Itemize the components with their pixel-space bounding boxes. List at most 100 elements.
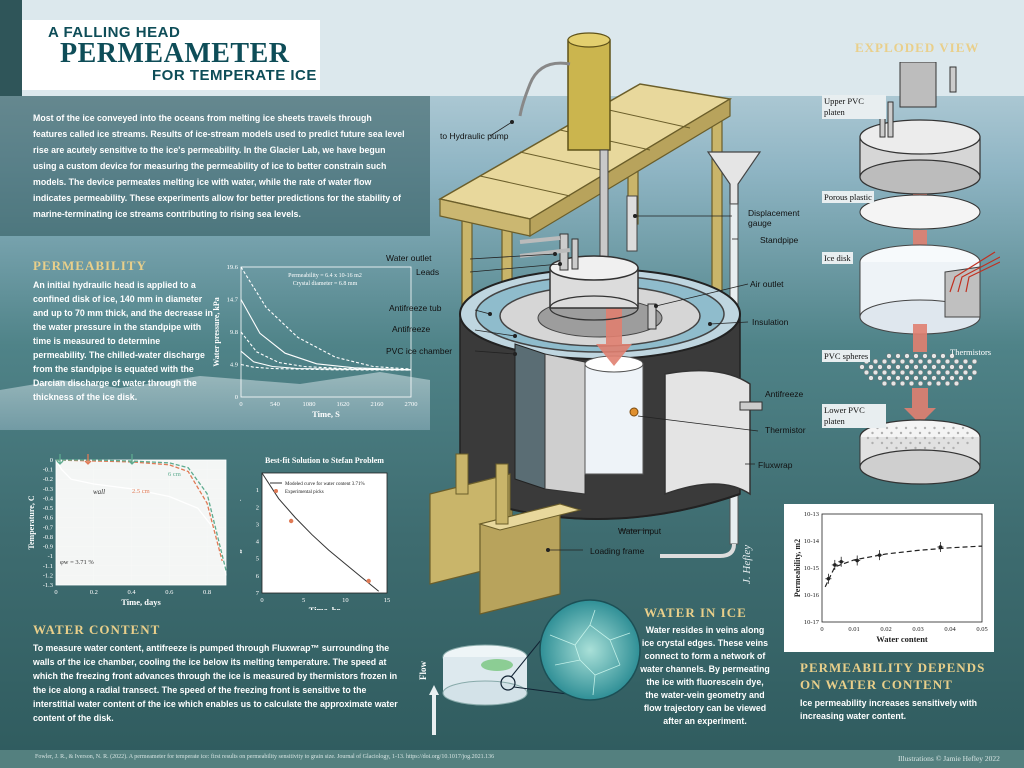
perm-wc-text: Ice permeability increases sensitively w… xyxy=(800,698,978,721)
pressure-series-4 xyxy=(240,363,412,371)
displacement-gauge xyxy=(626,195,638,252)
y-tick-label: 4.9 xyxy=(230,362,238,369)
y-tick-label: 14.7 xyxy=(227,297,239,304)
data-point xyxy=(938,545,943,549)
pressure-series-1 xyxy=(240,299,412,371)
label-displacement-gauge: Displacement gauge xyxy=(748,208,800,228)
flow-arrow xyxy=(596,294,632,366)
perm-wc-heading-2: ON WATER CONTENT xyxy=(800,677,953,692)
chart-panel xyxy=(784,504,994,652)
permeability-text: An initial hydraulic head is applied to … xyxy=(33,280,213,402)
pressure-series-0 xyxy=(240,266,412,370)
label-ice-disk: Ice disk xyxy=(822,252,853,264)
x-tick-label: 0.6 xyxy=(165,589,174,596)
fluxwrap-panel xyxy=(664,369,751,496)
title-line-1: A FALLING HEAD xyxy=(48,24,181,41)
x-tick-label: 2160 xyxy=(371,401,384,408)
x-tick-label: 1080 xyxy=(303,401,316,408)
y-tick-label: 3 xyxy=(256,521,259,528)
title-line-2: PERMEAMETER xyxy=(60,38,290,69)
permeameter-diagram: J. Hefley xyxy=(429,32,763,615)
x-tick-label: 0.03 xyxy=(912,626,923,633)
label-lower-pvc-platen: Lower PVC platen xyxy=(822,404,886,428)
label-pvc-ice-chamber: PVC ice chamber xyxy=(386,346,453,356)
data-point xyxy=(833,563,837,567)
flow-arrow-up-icon xyxy=(429,685,439,695)
label-water-input: Water input xyxy=(618,526,662,536)
x-tick-label: 0.05 xyxy=(976,626,987,633)
x-tick-label: 0 xyxy=(239,401,242,408)
x-tick-label: 0.02 xyxy=(880,626,891,633)
y-tick-label: 10-14 xyxy=(804,538,820,545)
label-porous-plastic: Porous plastic xyxy=(822,191,874,203)
label-antifreeze-tub: Antifreeze tub xyxy=(389,303,442,313)
y-tick-label: -0.6 xyxy=(43,515,54,522)
y-tick-label: 10-13 xyxy=(804,511,819,518)
y-tick-label: 10-15 xyxy=(804,565,819,572)
y-tick-label: -0.8 xyxy=(43,534,53,541)
experimental-pick-point xyxy=(288,518,294,524)
perm-wc-heading-1: PERMEABILITY DEPENDS xyxy=(800,660,986,675)
label-fluxwrap: Fluxwrap xyxy=(758,460,793,470)
annotation-6cm: 6 cm xyxy=(168,471,181,478)
label-pvc-spheres: PVC spheres xyxy=(822,350,871,362)
citation: Fowler, J. R., & Iverson, N. R. (2022). … xyxy=(35,754,495,760)
x-tick-label: 2700 xyxy=(405,401,418,408)
permeability-heading: PERMEABILITY xyxy=(33,258,147,273)
stefan-modeled-curve xyxy=(261,472,380,592)
y-tick-label: 10-17 xyxy=(804,619,820,626)
temperature-series-wall xyxy=(55,459,227,576)
x-tick-label: 10 xyxy=(342,597,349,604)
x-axis-label: Time, hr xyxy=(309,605,341,610)
y-tick-label: -1.3 xyxy=(43,582,53,589)
label-upper-pvc-platen: Upper PVC platen xyxy=(822,95,886,119)
thermistor-leads-icon xyxy=(949,251,1000,293)
label-antifreeze-right: Antifreeze xyxy=(765,389,804,399)
y-axis-label: Freezing front location, cm xyxy=(240,487,242,579)
x-tick-label: 15 xyxy=(384,597,390,604)
x-axis-label: Water content xyxy=(876,634,928,644)
x-tick-label: 0.2 xyxy=(90,589,98,596)
temperature-series-6cm xyxy=(56,459,227,571)
label-air-outlet: Air outlet xyxy=(750,279,784,289)
y-tick-label: -0.1 xyxy=(43,467,53,474)
label-antifreeze: Antifreeze xyxy=(392,324,431,334)
y-axis-label: Water pressure, kPa xyxy=(212,297,221,367)
y-axis-label: Permeability, m2 xyxy=(793,539,802,597)
chart-annotation: Crystal diameter = 6.8 mm xyxy=(293,281,358,287)
water-content-text: To measure water content, antifreeze is … xyxy=(33,643,398,723)
hydraulic-cylinder xyxy=(567,39,611,151)
x-tick-label: 0.4 xyxy=(127,589,136,596)
label-insulation: Insulation xyxy=(752,317,789,327)
plot-area xyxy=(262,473,387,593)
y-tick-label: 7 xyxy=(256,590,260,597)
x-tick-label: 0.8 xyxy=(203,589,211,596)
footer-bar xyxy=(0,750,1024,768)
label-standpipe: Standpipe xyxy=(760,235,799,245)
y-tick-label: -0.9 xyxy=(43,544,53,551)
plot-frame xyxy=(261,472,388,594)
y-tick-label: 0 xyxy=(50,457,53,464)
y-axis-label: Temperature, C xyxy=(28,495,36,549)
temperature-series-2.5cm xyxy=(55,459,223,562)
x-tick-label: 0 xyxy=(54,589,57,596)
y-tick-label: -0.3 xyxy=(43,486,53,493)
frame-top-side xyxy=(529,97,731,238)
plot-area xyxy=(56,460,226,585)
porous-plastic-part xyxy=(859,194,981,230)
plot-frame xyxy=(821,513,983,623)
thermistor-icon xyxy=(629,407,639,417)
title-line-3: FOR TEMPERATE ICE xyxy=(152,67,317,84)
y-tick-label: -1 xyxy=(48,553,53,560)
label-thermistor: Thermistor xyxy=(765,425,806,435)
legend-modeled: Modeled curve for water content 3.71% xyxy=(285,482,365,487)
y-tick-label: -0.7 xyxy=(43,524,54,531)
x-tick-label: 1620 xyxy=(337,401,350,408)
water-in-ice-text: Water resides in veins along ice crystal… xyxy=(640,625,770,726)
intro-paragraph: Most of the ice conveyed into the oceans… xyxy=(33,113,405,219)
y-tick-label: -0.5 xyxy=(43,505,53,512)
